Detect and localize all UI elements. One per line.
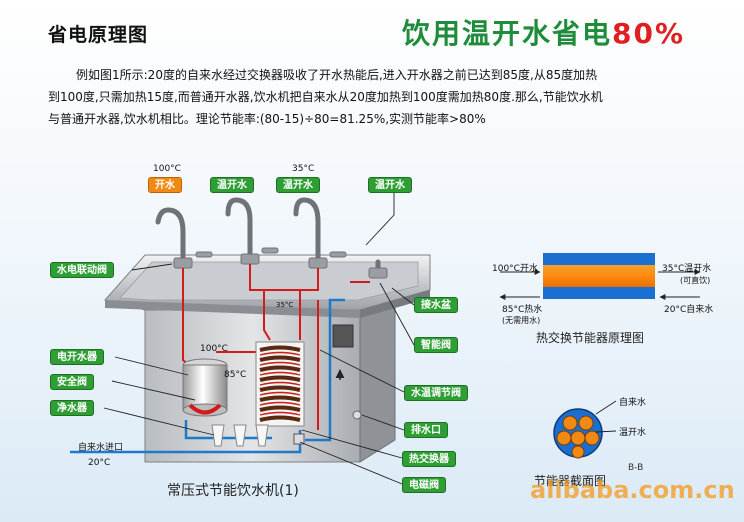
cross-label-bb: B-B — [628, 463, 644, 473]
tag-linked-valve: 水电联动阀 — [50, 262, 114, 278]
inlet-temp: 20°C — [88, 458, 111, 468]
heat-exchanger-coil — [255, 341, 305, 427]
tag-smart-valve: 智能阀 — [414, 337, 458, 353]
tag-safety-valve: 安全阀 — [50, 374, 94, 390]
tag-solenoid-valve: 电磁阀 — [402, 477, 446, 493]
cabinet — [144, 289, 396, 463]
tag-basin: 接水盆 — [414, 297, 458, 313]
watermark: alibaba.com.cn — [530, 476, 735, 504]
intro-paragraph: 例如图1所示:20度的自来水经过交换器吸收了开水热能后,进入开水器之前已达到85… — [48, 64, 708, 130]
temp-100-top: 100°C — [153, 164, 181, 174]
temp-100-inner: 100°C — [200, 344, 228, 354]
headline-percent: 80% — [612, 17, 686, 50]
tag-heat-exchanger: 热交换器 — [402, 451, 456, 467]
temp-85-inner: 85°C — [224, 370, 247, 380]
solenoid-valve-shape — [293, 433, 305, 445]
intro-line-2: 到100度,只需加热15度,而普通开水器,饮水机把自来水从20度加热到100度需… — [48, 90, 603, 104]
tag-drain: 排水口 — [404, 422, 448, 438]
tag-boiling-water: 开水 — [148, 177, 182, 193]
exchanger-label-20: 20°C自来水 — [664, 305, 714, 315]
exchanger-label-35: 35°C温开水 — [662, 264, 712, 274]
exchanger-caption: 热交换节能器原理图 — [536, 331, 645, 345]
headline: 饮用温开水省电80% — [402, 12, 685, 52]
water-filters — [211, 424, 269, 447]
tag-boiler: 电开水器 — [50, 349, 104, 365]
cross-section-diagram — [553, 400, 617, 459]
intro-line-1: 例如图1所示:20度的自来水经过交换器吸收了开水热能后,进入开水器之前已达到85… — [76, 68, 598, 82]
temp-35-top: 35°C — [292, 164, 315, 174]
exchanger-label-35-sub: (可直饮) — [680, 276, 711, 285]
exchanger-label-85: 85°C热水 — [502, 305, 543, 315]
faucet-valves — [173, 247, 388, 279]
drain-port — [352, 410, 362, 420]
temp-35-inner: 35°C — [276, 301, 294, 309]
tag-temp-valve: 水温调节阀 — [404, 385, 468, 401]
tag-purifier: 净水器 — [50, 400, 94, 416]
headline-text: 饮用温开水省电 — [402, 17, 613, 50]
basin — [104, 254, 431, 318]
inlet-label: 自来水进口 — [78, 443, 124, 453]
exchanger-schematic — [499, 253, 701, 300]
intro-line-3: 与普通开水器,饮水机相比。理论节能率:(80-15)÷80=81.25%,实测节… — [48, 112, 486, 126]
exchanger-label-100: 100°C开水 — [492, 264, 538, 274]
boiler-tank — [182, 358, 228, 417]
control-panel — [332, 324, 354, 348]
page-title: 省电原理图 — [48, 24, 149, 46]
leader-lines — [103, 192, 415, 485]
tag-warm-water-1: 温开水 — [210, 177, 254, 193]
cross-label-warm: 温开水 — [619, 428, 647, 438]
tag-warm-water-3: 温开水 — [368, 177, 412, 193]
machine-caption: 常压式节能饮水机(1) — [167, 483, 299, 499]
cross-label-tap: 自来水 — [619, 398, 647, 408]
cross-section-caption: 节能器截面图 — [534, 474, 607, 488]
tag-warm-water-2: 温开水 — [276, 177, 320, 193]
exchanger-label-85-sub: (无需用水) — [502, 316, 541, 325]
